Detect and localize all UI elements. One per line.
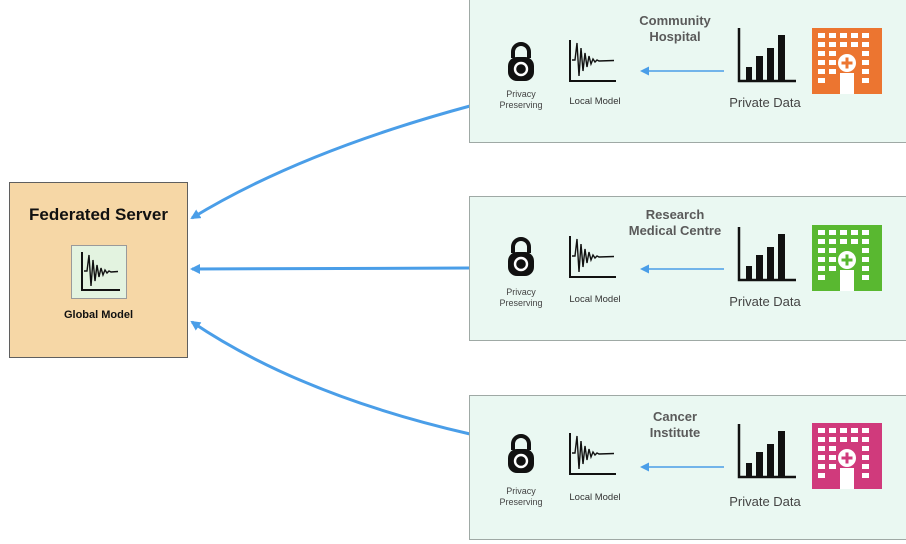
- bar-chart-icon: [737, 424, 796, 479]
- local-model-chart-icon: [569, 236, 616, 278]
- lock-icon: [508, 237, 534, 276]
- local-model-label: Local Model: [569, 294, 621, 305]
- data-flow-arrow: [640, 462, 724, 472]
- bar-chart-icon: [737, 227, 796, 282]
- lock-icon: [508, 42, 534, 81]
- upload-arrow-community-hospital: [190, 104, 471, 220]
- data-flow-arrow: [640, 66, 724, 76]
- local-model-label: Local Model: [569, 492, 621, 503]
- private-data-label: Private Data: [729, 294, 801, 309]
- private-data-label: Private Data: [729, 494, 801, 509]
- upload-arrow-research-medical-centre: [190, 263, 470, 274]
- private-data-label: Private Data: [729, 95, 801, 110]
- global-model-label: Global Model: [63, 309, 134, 321]
- bar-chart-icon: [737, 28, 796, 83]
- hospital-building-icon: [812, 28, 882, 94]
- federated-server-box: Federated Server Global Model: [9, 182, 188, 358]
- server-title: Federated Server: [29, 205, 168, 224]
- local-model-chart-icon: [569, 40, 616, 82]
- hospital-building-icon: [812, 423, 882, 489]
- upload-arrow-cancer-institute: [190, 320, 471, 436]
- local-model-label: Local Model: [569, 96, 621, 107]
- hospital-building-icon: [812, 225, 882, 291]
- lock-icon: [508, 434, 534, 473]
- local-model-chart-icon: [569, 433, 616, 475]
- data-flow-arrow: [640, 264, 724, 274]
- global-model-chart-icon: [71, 245, 127, 299]
